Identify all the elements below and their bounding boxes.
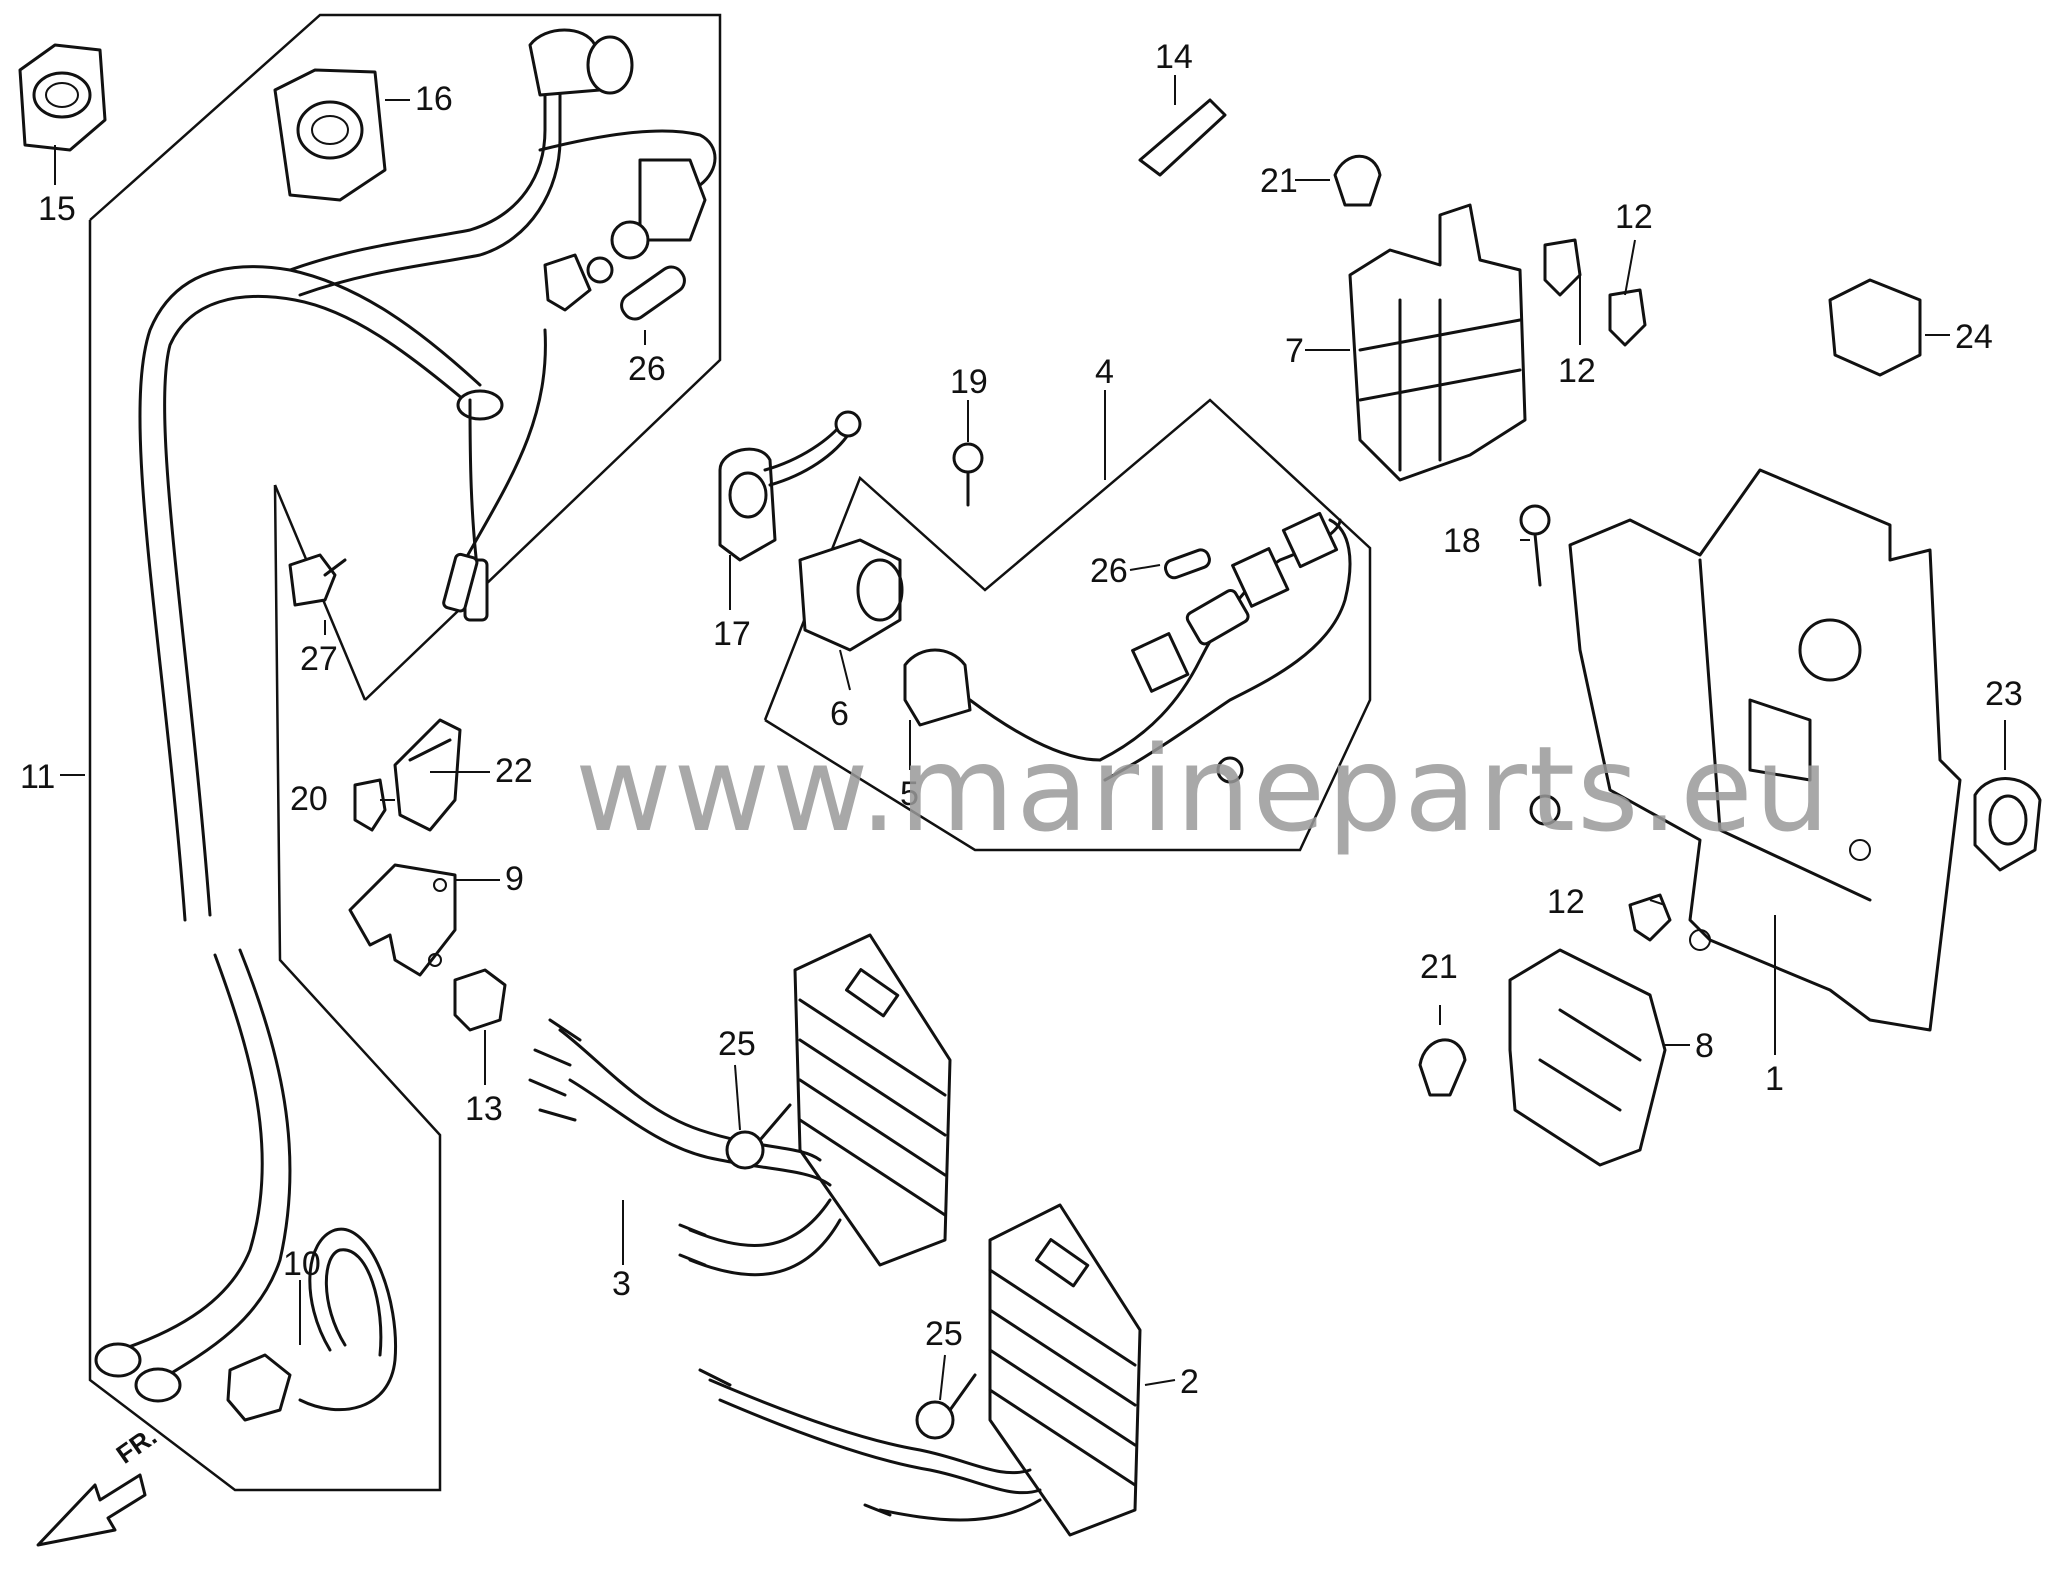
label-13: 13 <box>465 1090 503 1128</box>
label-24: 24 <box>1955 318 1993 356</box>
label-16: 16 <box>415 80 453 118</box>
label-12-a: 12 <box>1615 198 1653 236</box>
watermark-text: www.marineparts.eu <box>575 720 1832 858</box>
key-switch-part-6 <box>798 538 904 652</box>
fuse-cover-part-14 <box>1138 98 1227 177</box>
label-21-bottom: 21 <box>1420 948 1458 986</box>
clamp-parts-20-22 <box>353 718 462 832</box>
label-12-b: 12 <box>1558 352 1596 390</box>
label-8: 8 <box>1695 1027 1714 1065</box>
label-10: 10 <box>283 1245 321 1283</box>
clip-part-21-top <box>1333 154 1382 207</box>
fuse-part-26-middle <box>1164 548 1211 580</box>
label-2: 2 <box>1180 1363 1199 1401</box>
clip-part-21-bottom <box>1418 1038 1467 1097</box>
connector-block-part-8 <box>1508 948 1667 1167</box>
label-25-upper: 25 <box>718 1025 756 1063</box>
bolt-part-27 <box>288 553 347 607</box>
label-3: 3 <box>612 1265 631 1303</box>
label-20: 20 <box>290 780 328 818</box>
fuse-part-26-top <box>620 265 686 321</box>
clip-part-12-a <box>1543 238 1582 297</box>
switch-harness-part-4 <box>1098 511 1352 784</box>
connector-part-13 <box>453 968 507 1032</box>
label-26-top: 26 <box>628 350 666 388</box>
label-4: 4 <box>1095 353 1114 391</box>
label-22: 22 <box>495 752 533 790</box>
bolt-part-18 <box>1519 504 1551 587</box>
bracket-part-9 <box>348 863 457 977</box>
grommet-part-23 <box>1973 777 2042 872</box>
front-direction-arrow-icon: FR. <box>36 1421 162 1547</box>
grommet-part-16 <box>273 68 387 202</box>
harness-upper <box>288 28 717 622</box>
group-outline-switch <box>763 398 1372 852</box>
label-26-middle: 26 <box>1090 552 1128 590</box>
label-17: 17 <box>713 615 751 653</box>
grommet-part-15 <box>18 43 107 152</box>
label-5: 5 <box>900 775 919 813</box>
label-27: 27 <box>300 640 338 678</box>
relay-part-24 <box>1828 278 1922 377</box>
rectifier-part-2 <box>698 1203 1142 1537</box>
part-number-labels: 15 16 26 11 27 20 22 9 13 10 3 25 25 2 1… <box>20 38 2023 1401</box>
label-6: 6 <box>830 695 849 733</box>
rectifier-part-3 <box>528 933 952 1277</box>
label-15: 15 <box>38 190 76 228</box>
bolt-part-25-upper <box>725 1103 792 1170</box>
label-7: 7 <box>1285 332 1304 370</box>
control-panel-part-1 <box>1529 468 1962 1032</box>
label-11: 11 <box>20 758 55 796</box>
clip-part-12-b <box>1608 288 1647 347</box>
label-25-lower: 25 <box>925 1315 963 1353</box>
fuse-box-part-7 <box>1348 203 1527 482</box>
label-23: 23 <box>1985 675 2023 713</box>
label-1: 1 <box>1765 1060 1784 1098</box>
label-21-top: 21 <box>1260 162 1298 200</box>
harness-part-10 <box>226 1227 398 1422</box>
bolt-part-25-lower <box>915 1373 977 1440</box>
cap-part-17 <box>718 410 862 562</box>
label-18: 18 <box>1443 522 1481 560</box>
battery-cable-part-11 <box>94 265 504 1403</box>
bolt-part-19 <box>952 442 984 507</box>
label-14: 14 <box>1155 38 1193 76</box>
label-12-c: 12 <box>1547 883 1585 921</box>
switch-part-5 <box>903 648 1102 762</box>
leader-lines <box>54 75 2006 1401</box>
label-9: 9 <box>505 860 524 898</box>
label-19: 19 <box>950 363 988 401</box>
clip-part-12-c <box>1628 893 1672 942</box>
